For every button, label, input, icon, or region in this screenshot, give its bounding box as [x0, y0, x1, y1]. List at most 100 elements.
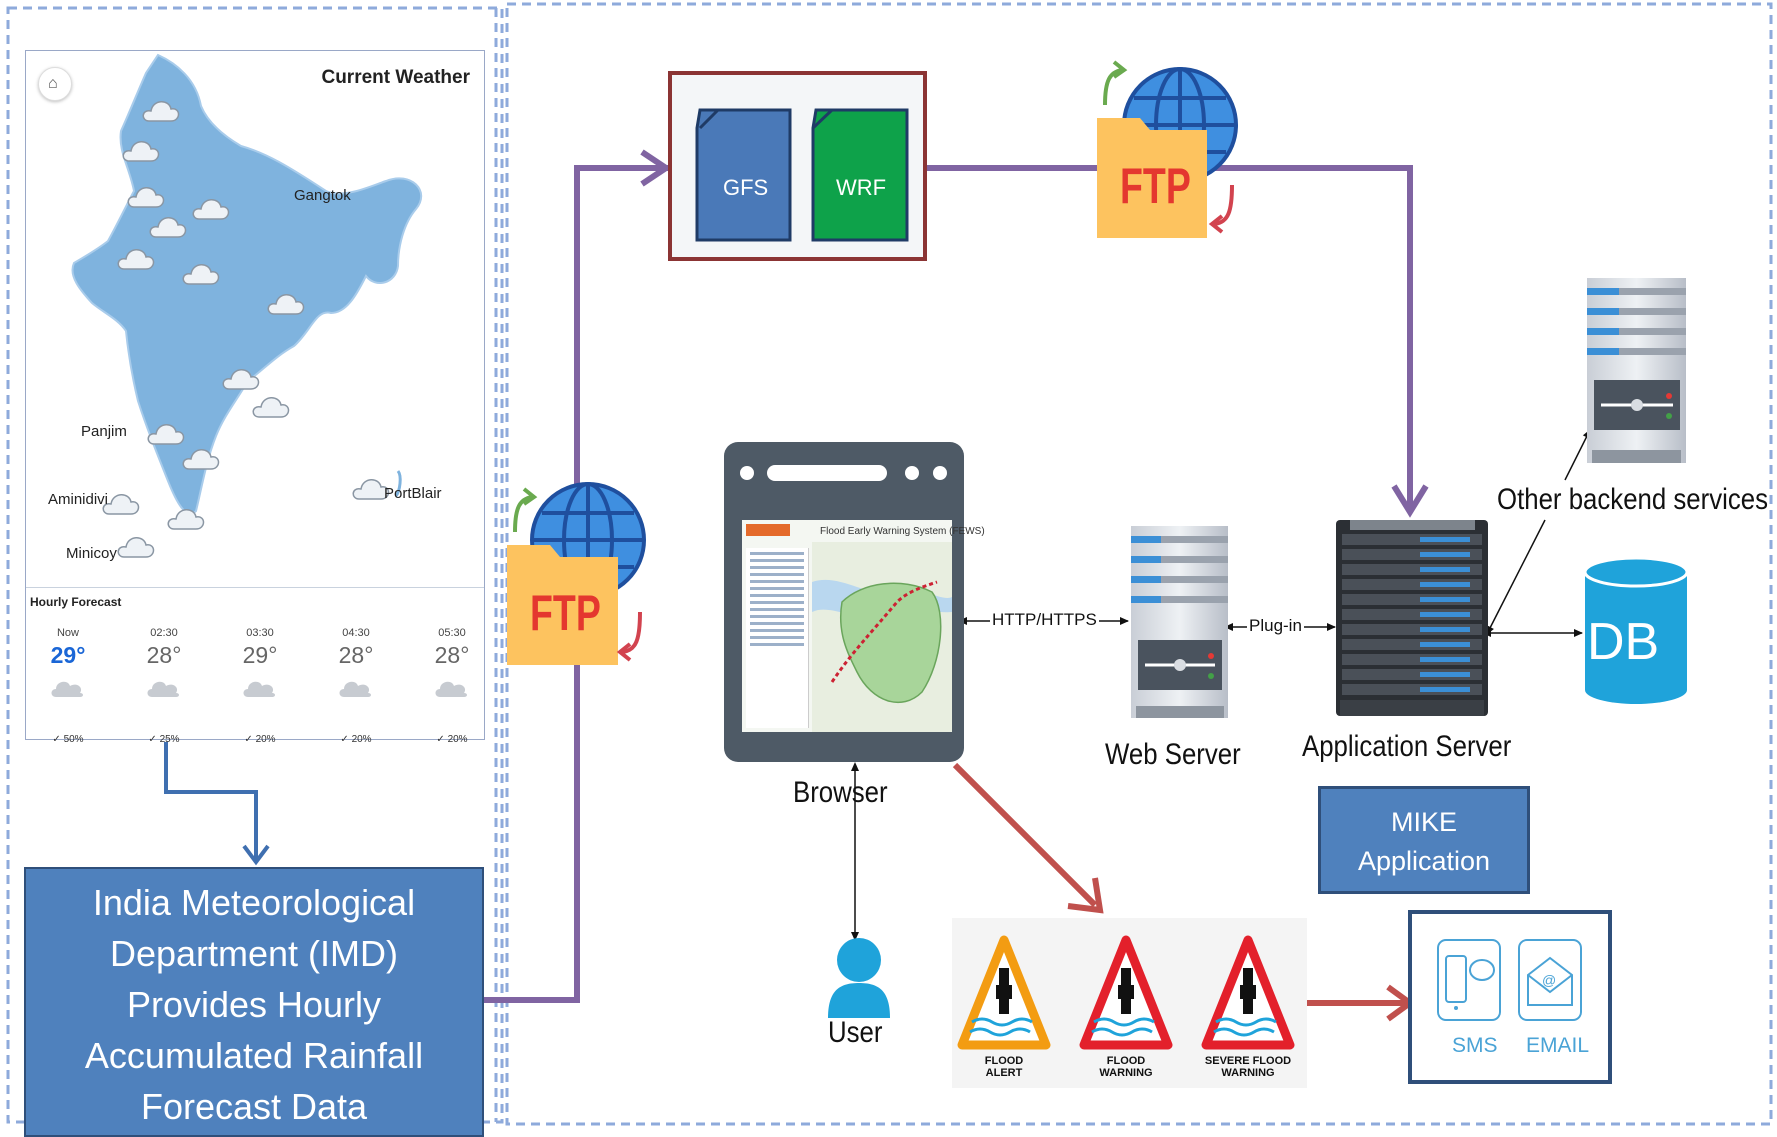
flow-arrowhead-models: [640, 149, 672, 187]
flow-weather-to-imd: [164, 742, 258, 860]
map-label-portblair: PortBlair: [384, 485, 442, 502]
cloud-icon: [267, 294, 305, 315]
rack-unit: [1342, 684, 1482, 695]
cloud-icon: [192, 199, 230, 220]
map-label-minicoy: Minicoy: [66, 545, 117, 562]
cloud-icon: [147, 681, 179, 697]
rack-unit: [1342, 669, 1482, 680]
hourly-forecast-title: Hourly Forecast: [30, 595, 122, 609]
home-button[interactable]: ⌂: [38, 67, 72, 101]
flow-arrowhead-imd: [242, 844, 270, 866]
hourly-time: 05:30: [438, 627, 466, 639]
database-icon: [1583, 556, 1689, 704]
email-label: EMAIL: [1526, 1034, 1590, 1057]
ftp-top: [1097, 60, 1238, 238]
mike-line-2: Application: [1357, 846, 1491, 876]
plugin-connection-label: Plug-in: [1247, 616, 1304, 636]
warning-sign-icon: [1079, 935, 1173, 1050]
mike-application-box: MIKE Application: [1318, 786, 1530, 894]
weather-panel: ⌂ Current Weather Gangtok Panjim Aminidi…: [25, 50, 485, 745]
wrf-card: [811, 108, 909, 242]
home-icon: ⌂: [48, 75, 58, 92]
browser-address-bar: [767, 465, 887, 481]
rack-unit-light: [1420, 627, 1470, 632]
rack-unit: [1342, 654, 1482, 665]
hourly-time: 04:30: [342, 627, 370, 639]
sms-label: SMS: [1452, 1034, 1498, 1057]
hourly-rain: ✓ 20%: [436, 734, 468, 745]
rack-unit: [1342, 534, 1482, 545]
cloud-icon: [339, 681, 371, 697]
gfs-label: GFS: [723, 175, 769, 200]
cloud-icon: [147, 424, 185, 445]
web-server-icon: [1131, 526, 1228, 718]
weather-title: Current Weather: [321, 67, 470, 88]
svg-text:@: @: [1542, 972, 1556, 988]
cloud-icon: [167, 509, 205, 530]
wrf-label: WRF: [836, 175, 887, 200]
phone-icon: [1437, 939, 1501, 1021]
warning-sign-icon: [1201, 935, 1295, 1050]
rack-unit: [1342, 609, 1482, 620]
cloud-icon: [117, 537, 155, 558]
rack-unit: [1342, 624, 1482, 635]
fews-logo: [746, 524, 790, 536]
email-icon: @: [1518, 939, 1582, 1021]
browser-screen: Flood Early Warning System (FEWS): [742, 520, 985, 732]
hourly-temp: 29°: [242, 642, 278, 668]
hourly-temp: 28°: [146, 642, 182, 668]
flow-arrowhead-alerts: [1067, 877, 1104, 914]
rack-unit-light: [1420, 612, 1470, 617]
user-icon: [828, 938, 890, 1018]
map-label-aminidivi: Aminidivi: [48, 491, 109, 508]
hourly-rain: ✓ 20%: [340, 734, 372, 745]
rack-unit-light: [1420, 552, 1470, 557]
flow-models-to-appserver: [925, 165, 1413, 508]
cloud-icon: [127, 187, 165, 208]
hourly-temp: 28°: [434, 642, 470, 668]
cloud-icon: [222, 369, 260, 390]
fews-title: Flood Early Warning System (FEWS): [820, 526, 985, 537]
cloud-icon: [142, 101, 180, 122]
browser-label: Browser: [793, 776, 888, 809]
imd-line-1: India Meteorological: [92, 882, 416, 923]
rack-unit-light: [1420, 567, 1470, 572]
backend-services-label: Other backend services: [1497, 483, 1769, 516]
rack-unit: [1342, 579, 1482, 590]
fews-station-list: [746, 548, 809, 728]
rack-unit-light: [1420, 642, 1470, 647]
cloud-icon: [243, 681, 275, 697]
hourly-time: Now: [56, 627, 79, 639]
rack-unit-light: [1420, 597, 1470, 602]
rack-unit: [1342, 594, 1482, 605]
cloud-icon: [102, 494, 140, 515]
hourly-forecast-item: 05:30 28° ✓ 20%: [412, 627, 492, 745]
rack-unit-light: [1420, 657, 1470, 662]
map-label-panjim: Panjim: [81, 423, 127, 440]
gfs-card: [695, 108, 792, 242]
imd-line-4: Accumulated Rainfall: [84, 1035, 424, 1076]
imd-line-2: Department (IMD): [109, 933, 399, 974]
cloud-icon: [117, 249, 155, 270]
hourly-rain: ✓ 50%: [52, 734, 84, 745]
rack-unit-light: [1420, 582, 1470, 587]
cloud-icon: [252, 397, 290, 418]
connector-appserver-backend-low: [1486, 519, 1546, 636]
http-connection-label: HTTP/HTTPS: [990, 610, 1099, 630]
cloud-icon: [182, 449, 220, 470]
application-server-icon: [1336, 520, 1488, 716]
india-map: [71, 53, 423, 558]
hourly-time: 03:30: [246, 627, 274, 639]
ftp-top-label: FTP: [1120, 158, 1191, 214]
cloud-icon: [182, 264, 220, 285]
application-server-label: Application Server: [1302, 730, 1512, 763]
cloud-icon: [51, 681, 83, 697]
flow-arrowhead-appserver: [1391, 484, 1429, 518]
left-panel-border: [6, 6, 504, 1124]
cloud-icon: [435, 681, 467, 697]
